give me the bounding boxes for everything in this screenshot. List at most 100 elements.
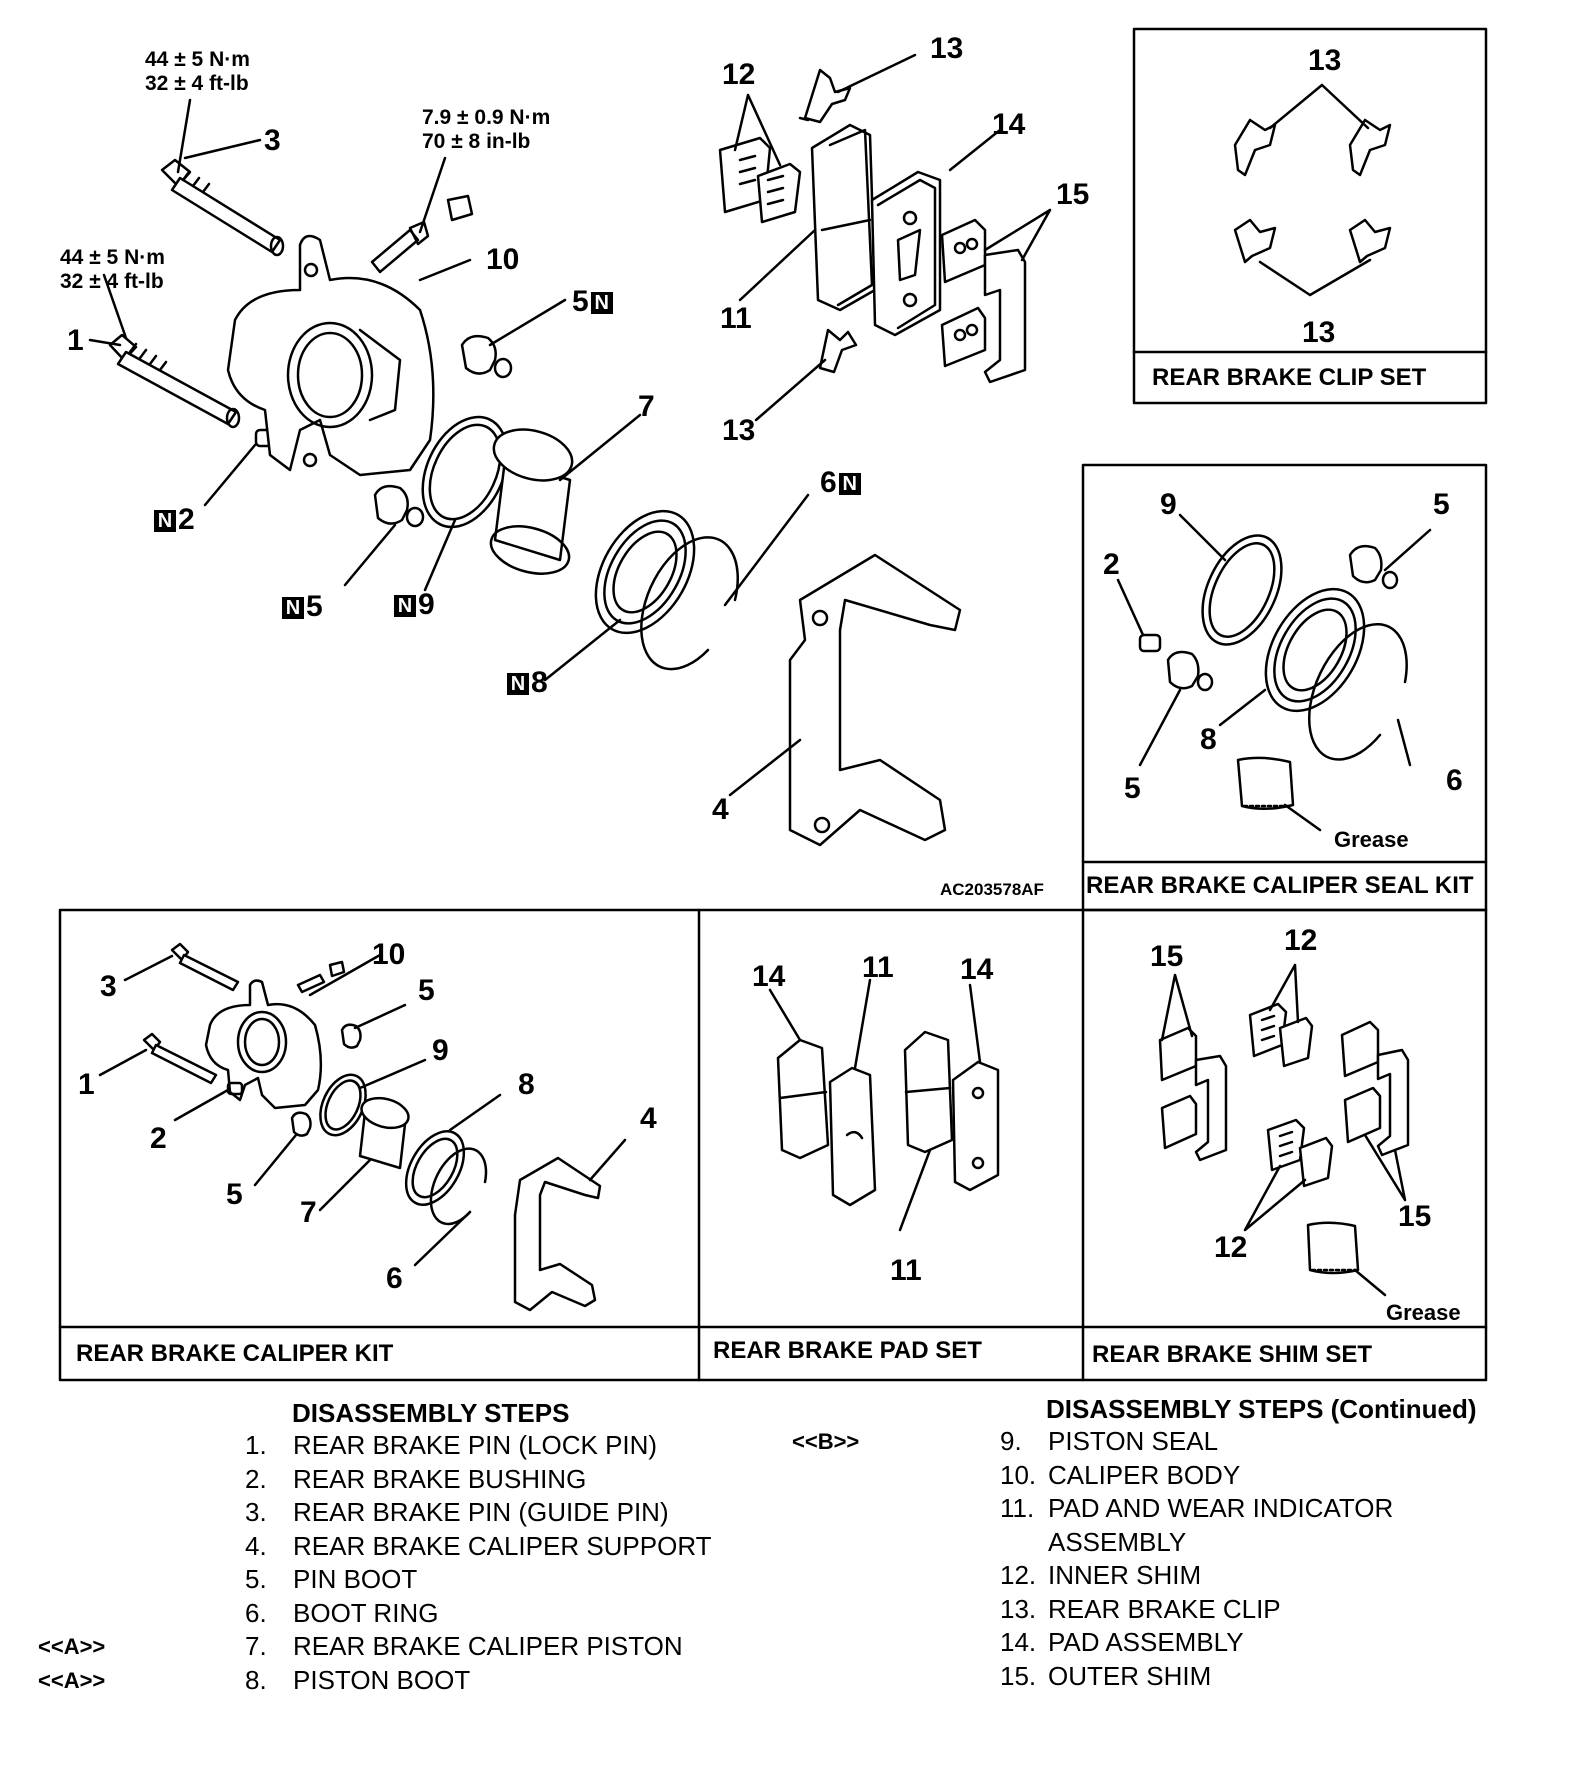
seal-kit-label-6: 6 (1446, 764, 1463, 797)
bottom-boxes-frame (58, 908, 1488, 1382)
caliper-kit-label-5-top: 5 (418, 974, 435, 1007)
steps-heading-right: DISASSEMBLY STEPS (Continued) (1046, 1394, 1477, 1424)
pad-set-artwork (768, 978, 1000, 1232)
clip-set-title: REAR BRAKE CLIP SET (1152, 364, 1427, 391)
step-text: PAD ASSEMBLY (1048, 1627, 1244, 1657)
step-number: 13. (1000, 1593, 1037, 1624)
step-number: 8. (245, 1664, 267, 1695)
label-7: 7 (638, 390, 655, 423)
step-item: 1.REAR BRAKE PIN (LOCK PIN) (245, 1430, 657, 1461)
pad-set-label-11-top: 11 (862, 951, 894, 984)
torque-bleeder-metric: 7.9 ± 0.9 N·m (422, 106, 551, 129)
clip-set-box (1132, 27, 1488, 405)
shim-set-label-12-top: 12 (1284, 924, 1318, 957)
caliper-kit-label-6: 6 (386, 1262, 403, 1295)
label-1: 1 (67, 324, 84, 357)
caliper-kit-label-1: 1 (78, 1068, 95, 1101)
label-5-top-num: 5 (572, 285, 589, 318)
seal-kit-box (1081, 463, 1488, 912)
label-3: 3 (264, 124, 281, 157)
caliper-body-10 (226, 234, 435, 477)
lock-pin-1 (108, 333, 241, 429)
step-text: REAR BRAKE CLIP (1048, 1593, 1281, 1624)
caliper-kit-label-4: 4 (640, 1102, 657, 1135)
label-8-num: 8 (531, 666, 548, 699)
step-text: REAR BRAKE BUSHING (293, 1463, 587, 1494)
label-15: 15 (1056, 178, 1090, 211)
seal-kit-label-8: 8 (1200, 723, 1217, 756)
caliper-kit-label-10: 10 (372, 938, 406, 971)
torque-guide-pin-imperial: 32 ± 4 ft-lb (145, 72, 249, 95)
step-number: 3. (245, 1497, 267, 1527)
shim-set-grease-label: Grease (1386, 1300, 1461, 1325)
step-number: 14. (1000, 1627, 1037, 1657)
step-number: 6. (245, 1597, 267, 1628)
seal-kit-label-2: 2 (1103, 548, 1120, 581)
torque-lock-pin-imperial: 32 ± 4 ft-lb (60, 270, 164, 293)
caliper-kit-label-9: 9 (432, 1034, 449, 1067)
step-text: PAD AND WEAR INDICATOR (1048, 1493, 1394, 1523)
label-2-num: 2 (178, 503, 195, 536)
label-9-num: 9 (418, 588, 435, 621)
label-4: 4 (712, 793, 729, 826)
step-text: REAR BRAKE PIN (GUIDE PIN) (293, 1497, 669, 1527)
caliper-kit-label-5-bottom: 5 (226, 1178, 243, 1211)
diagram-code: AC203578AF (940, 880, 1044, 899)
step-item: 5.PIN BOOT (245, 1564, 417, 1595)
guide-pin-3 (160, 158, 285, 257)
seal-kit-title: REAR BRAKE CALIPER SEAL KIT (1086, 872, 1474, 899)
clip-13-upper (798, 68, 852, 124)
torque-lock-pin-metric: 44 ± 5 N·m (60, 246, 165, 269)
step-text: PIN BOOT (293, 1564, 418, 1594)
torque-lock-pin: 44 ± 5 N·m 32 ± 4 ft-lb (60, 246, 165, 294)
step-item: 13. REAR BRAKE CLIP (1000, 1594, 1281, 1625)
step-text: REAR BRAKE CALIPER SUPPORT (293, 1530, 712, 1561)
step-text: REAR BRAKE CALIPER PISTON (293, 1631, 683, 1661)
label-13-top: 13 (930, 32, 964, 65)
seal-kit-grease-label: Grease (1334, 827, 1409, 852)
torque-guide-pin: 44 ± 5 N·m 32 ± 4 ft-lb (145, 48, 250, 96)
clip-set-label-13-bottom: 13 (1302, 316, 1336, 349)
shim-set-artwork (1158, 963, 1410, 1297)
pad-wear-indicator-11 (810, 123, 877, 312)
caliper-support-4 (788, 553, 962, 847)
n-badge-icon: N (507, 673, 529, 696)
n-badge-icon: N (590, 292, 613, 315)
shim-set-label-15-bottom: 15 (1398, 1200, 1432, 1233)
step-number: 1. (245, 1430, 267, 1460)
piston-seal-9 (421, 415, 509, 529)
step-number: 15. (1000, 1660, 1037, 1691)
step-item: 11.PAD AND WEAR INDICATOR (1000, 1493, 1393, 1524)
n-badge-icon: N (394, 595, 416, 618)
caliper-kit-label-8: 8 (518, 1068, 535, 1101)
step-text: INNER SHIM (1048, 1560, 1202, 1590)
torque-guide-pin-metric: 44 ± 5 N·m (145, 48, 250, 71)
step-number: 2. (245, 1463, 267, 1494)
step-item: 7.REAR BRAKE CALIPER PISTON (245, 1631, 683, 1662)
torque-bleeder-imperial: 70 ± 8 in-lb (422, 130, 531, 153)
procedure-reference: <<A>> (38, 1667, 106, 1693)
piston-boot-8 (594, 509, 696, 635)
label-12: 12 (722, 58, 756, 91)
pad-set-label-14-right: 14 (960, 953, 994, 986)
pad-set-label-14-left: 14 (752, 960, 786, 993)
piston-7 (489, 428, 574, 575)
step-item: 14. PAD ASSEMBLY (1000, 1627, 1244, 1658)
step-text: CALIPER BODY (1048, 1459, 1241, 1490)
step-text: PISTON BOOT (293, 1664, 471, 1695)
seal-kit-label-5-right: 5 (1433, 488, 1450, 521)
step-item: 9. PISTON SEAL (1000, 1426, 1218, 1457)
label-6-num: 6 (820, 466, 837, 499)
procedure-reference: <<B>> (792, 1429, 860, 1454)
step-number: 9. (1000, 1426, 1022, 1456)
torque-bleeder: 7.9 ± 0.9 N·m 70 ± 8 in-lb (422, 106, 550, 154)
step-item: 10.CALIPER BODY (1000, 1460, 1240, 1491)
label-5-bottom-num: 5 (306, 590, 323, 623)
step-text: PISTON SEAL (1048, 1426, 1219, 1456)
